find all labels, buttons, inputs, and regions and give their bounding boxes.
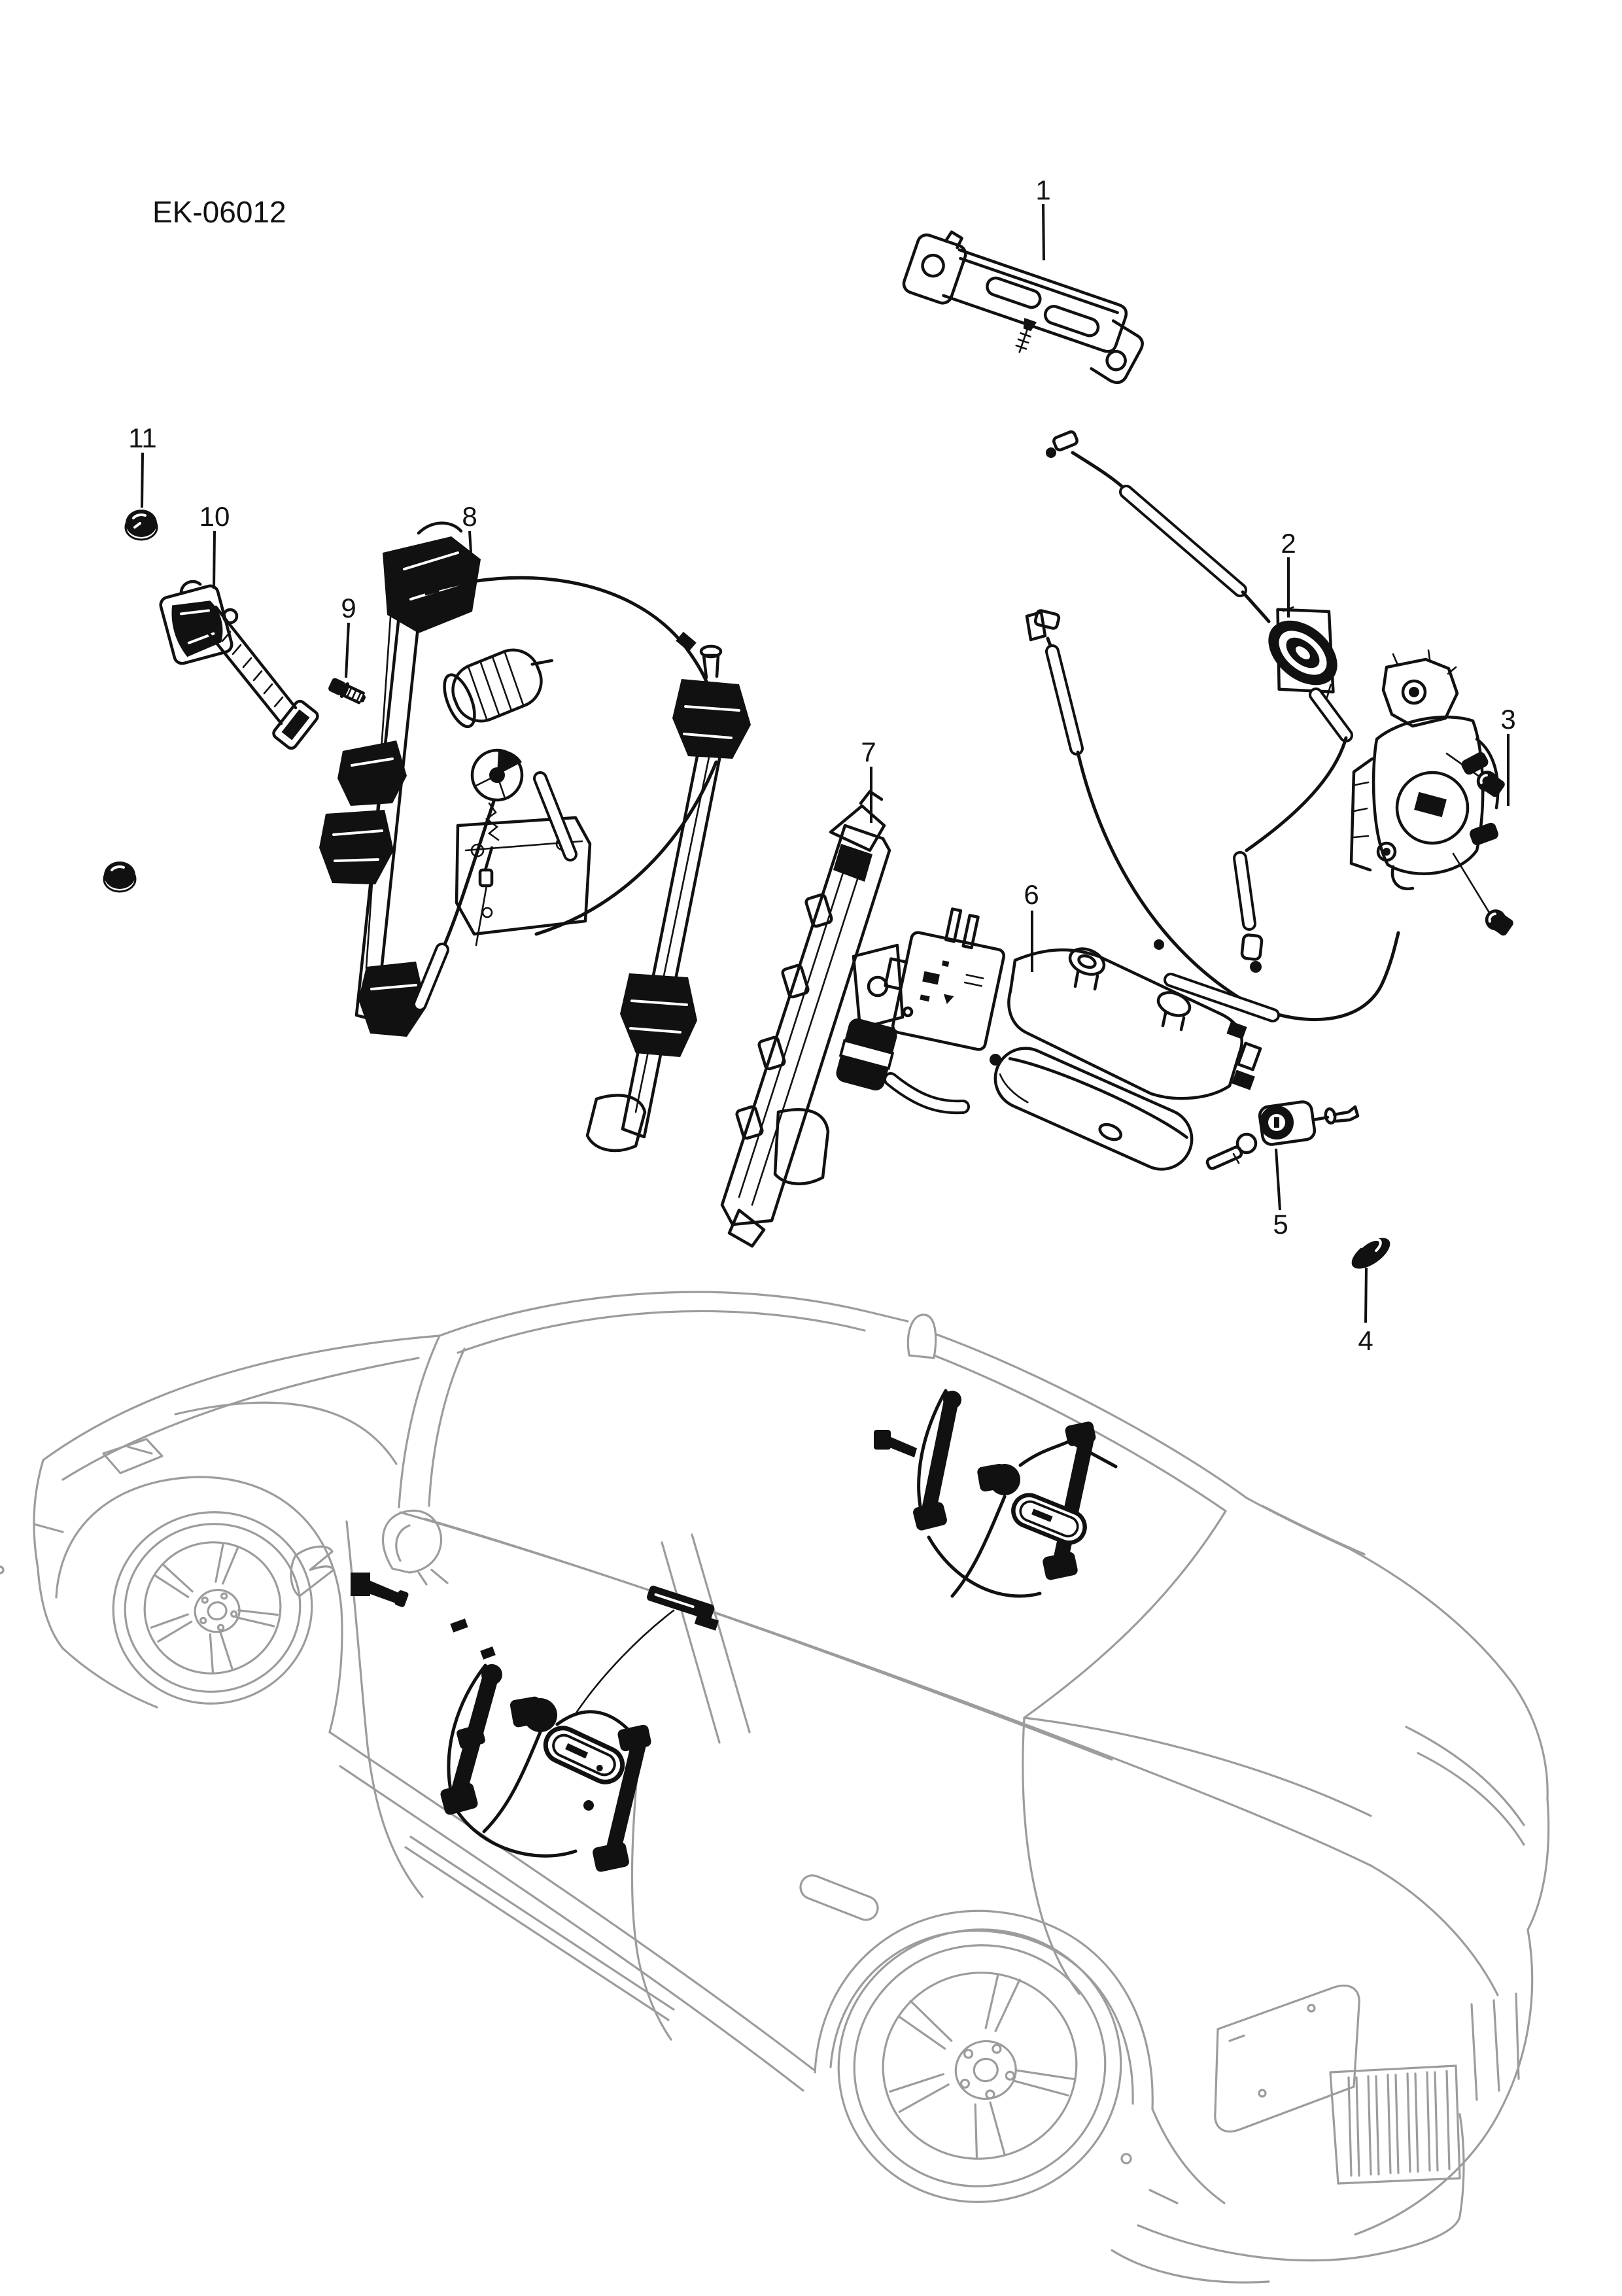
rear-door-lower-trim <box>799 1874 879 1921</box>
side-mirror <box>381 1509 449 1586</box>
car-wireframe <box>0 1291 1550 2284</box>
regulator-drum <box>443 648 554 728</box>
callout-11-label: 11 <box>128 423 157 453</box>
callout-4-label: 4 <box>1358 1325 1373 1356</box>
handle-grip <box>993 1047 1194 1171</box>
callout-1-leader <box>1042 203 1045 261</box>
rear-diffuser-grille <box>1329 2064 1461 2185</box>
part-5-door-lock-cylinder <box>1205 1100 1360 1170</box>
callout-8-leader <box>468 531 473 563</box>
cable-coil <box>1268 606 1337 699</box>
b-pillar <box>661 1541 721 1744</box>
part-1-window-frame-mounting-bracket <box>902 230 1144 385</box>
callout-6-label: 6 <box>1024 879 1039 910</box>
part-11-fixing-nut-upper <box>124 510 158 541</box>
callout-11-leader <box>141 452 144 508</box>
callout-2-label: 2 <box>1281 528 1296 559</box>
callout-10-leader <box>213 531 216 589</box>
roof-antenna-fin <box>906 1313 937 1359</box>
callout-7-label: 7 <box>861 737 876 767</box>
fender-vent <box>290 1545 335 1597</box>
callout-8-label: 8 <box>462 501 477 532</box>
part-9-bolt <box>328 678 366 704</box>
callout-leader-lines <box>141 203 1510 1323</box>
part-11-fixing-nut-lower <box>103 861 137 893</box>
part-10-door-check-strap <box>159 580 319 750</box>
part-4-sealing-grommet <box>1351 1238 1390 1269</box>
callout-9-leader <box>345 622 350 678</box>
part-6-outside-door-handle-assembly <box>836 907 1262 1171</box>
part-3-latch-mounting-screws <box>1445 752 1513 936</box>
installed-front-door-handle <box>543 1726 625 1784</box>
part-2-door-lock-cable-assembly <box>1025 430 1400 1022</box>
installed-rear-door-hardware <box>874 1389 1118 1598</box>
callout-5-leader <box>1275 1148 1281 1211</box>
rear-door-seam <box>1022 1716 1080 1995</box>
callout-1-label: 1 <box>1035 175 1050 205</box>
installed-rear-door-handle <box>1011 1493 1087 1545</box>
door-latch-assembly <box>1349 649 1500 890</box>
license-plate-recess <box>1214 1984 1360 2133</box>
callout-3-label: 3 <box>1500 704 1515 735</box>
installed-front-door-hardware <box>351 1573 719 1872</box>
headlight <box>102 1438 164 1474</box>
part-8-window-regulator <box>319 521 751 1153</box>
rear-wheel <box>837 1928 1122 2203</box>
callout-9-label: 9 <box>341 593 356 623</box>
handle-connector <box>836 1018 897 1090</box>
part-7-window-guide-rail <box>720 790 891 1248</box>
diagram-code: EK-06012 <box>152 195 286 229</box>
callout-10-label: 10 <box>199 501 230 532</box>
callout-5-label: 5 <box>1273 1209 1288 1240</box>
front-wheel <box>112 1511 313 1705</box>
